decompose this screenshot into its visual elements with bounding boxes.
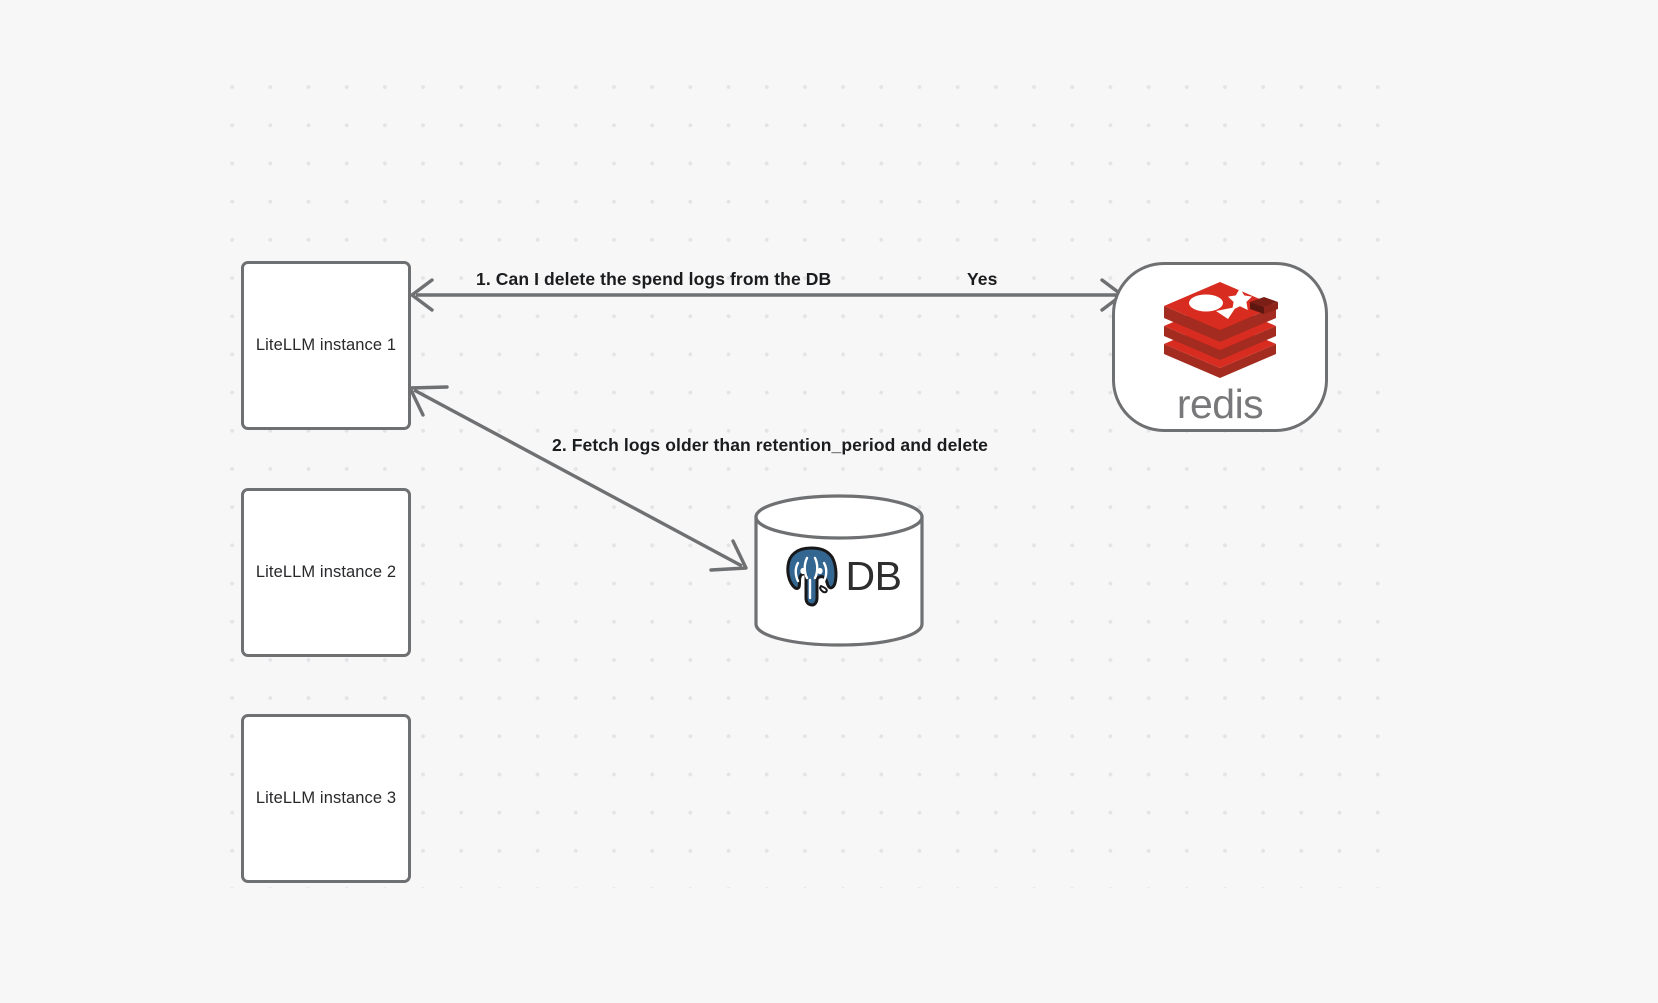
edge-label-yes: Yes [967,269,998,289]
postgresql-elephant-icon [783,544,839,609]
node-label: LiteLLM instance 1 [255,336,397,355]
edge-litellm1-db [408,385,748,572]
node-label: LiteLLM instance 3 [255,789,397,808]
node-label: LiteLLM instance 2 [255,563,397,582]
cylinder-shape [754,494,924,647]
db-label: DB [845,552,902,599]
redis-wordmark: redis [1176,380,1264,427]
edge-label-can-i-delete-spend-logs: 1. Can I delete the spend logs from the … [476,269,832,289]
node-database[interactable]: DB [753,493,925,648]
node-litellm-instance-2[interactable]: LiteLLM instance 2 [241,488,411,657]
node-litellm-instance-3[interactable]: LiteLLM instance 3 [241,714,411,883]
redis-logo-icon [1164,281,1278,378]
node-litellm-instance-1[interactable]: LiteLLM instance 1 [241,261,411,430]
node-redis[interactable]: redis [1112,262,1328,432]
edge-label-fetch-logs-older-than-retention-period: 2. Fetch logs older than retention_perio… [552,435,988,455]
